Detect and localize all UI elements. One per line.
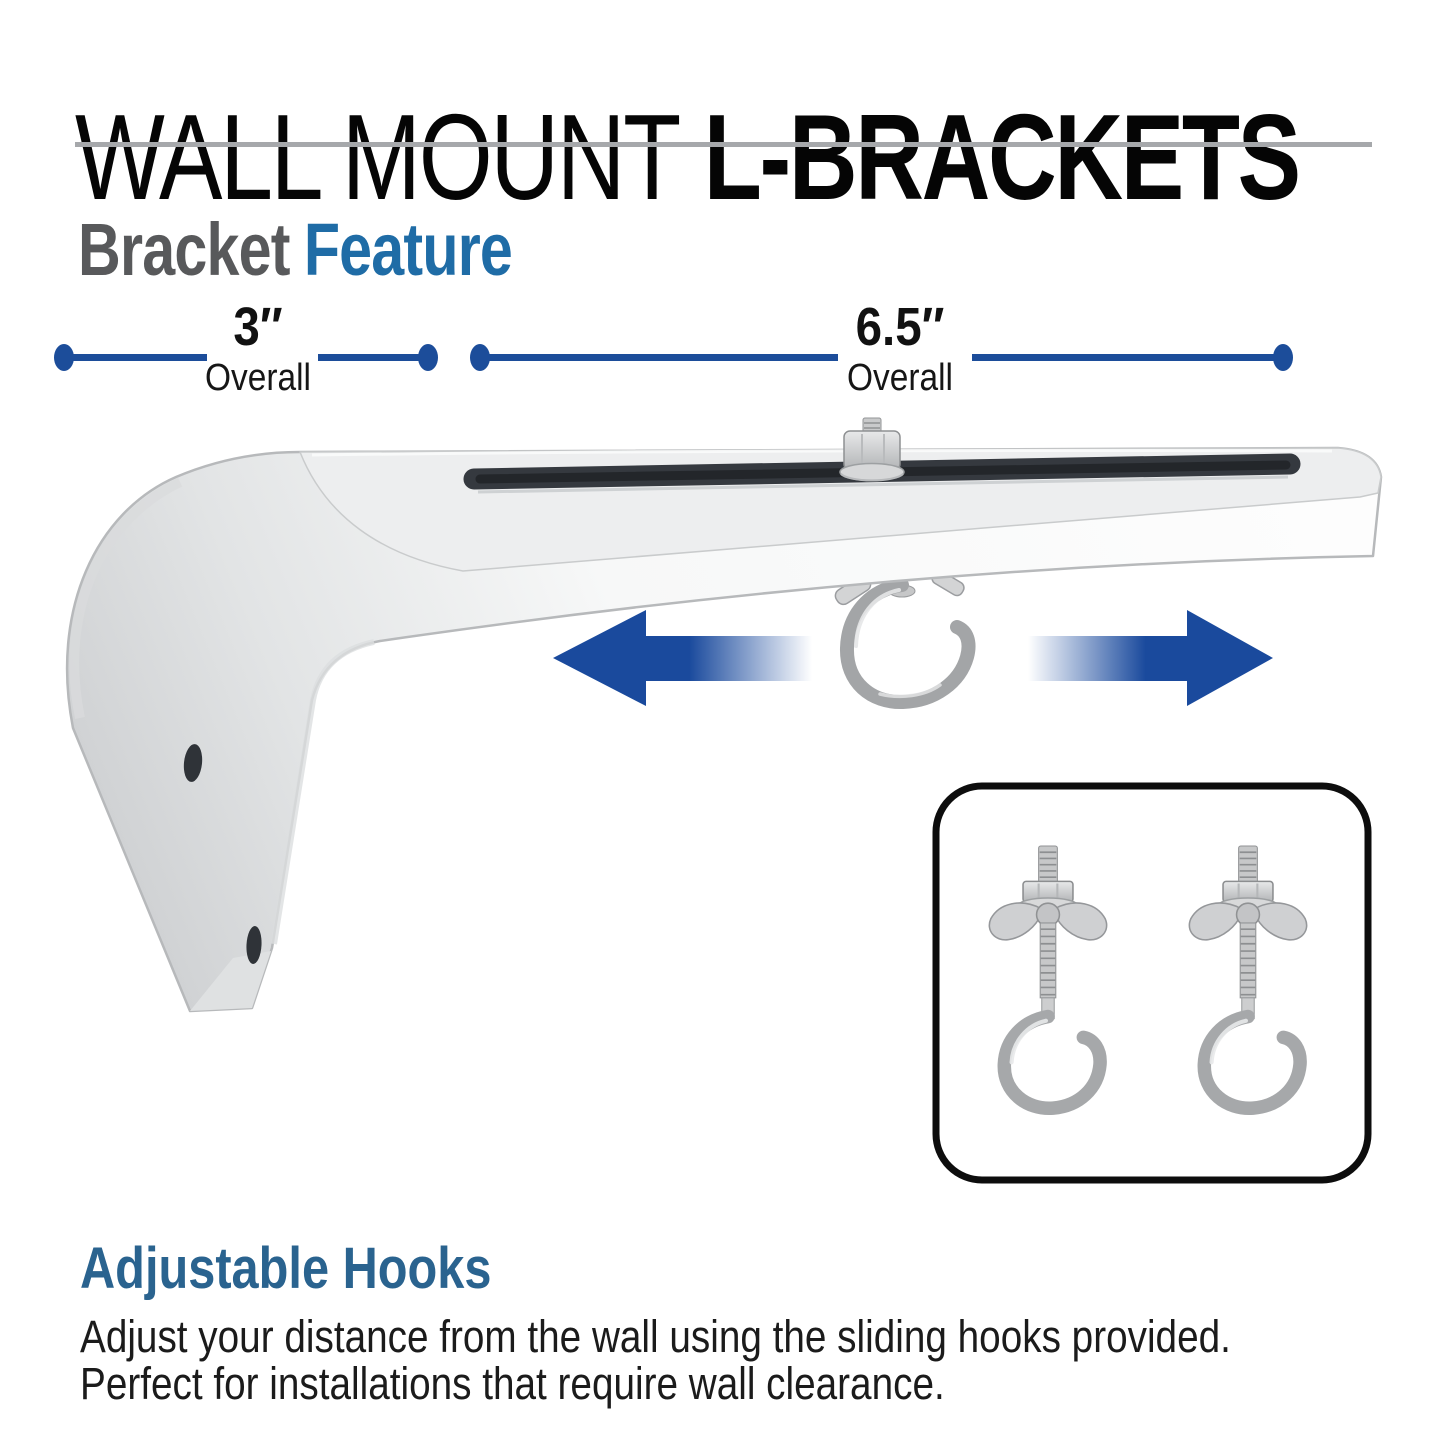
dimension-label-left: Overall	[205, 357, 311, 399]
ceiling-hook-icon	[834, 569, 976, 709]
dimension-line	[64, 354, 207, 361]
feature-description-line2: Perfect for installations that require w…	[80, 1358, 945, 1409]
section-heading-blue: Feature	[303, 208, 513, 292]
title-regular-part: WALL MOUNT	[75, 88, 681, 225]
feature-description-line1: Adjust your distance from the wall using…	[80, 1311, 1231, 1362]
feature-heading: Adjustable Hooks	[80, 1236, 492, 1301]
dimension-label-right: Overall	[847, 357, 953, 399]
slide-right-arrow-icon	[1028, 610, 1273, 706]
title-bold-part: L-BRACKETS	[703, 88, 1301, 225]
hex-bolt-icon	[839, 417, 905, 482]
inset-hooks-photo	[932, 782, 1372, 1184]
dimension-value-left: 3″	[233, 297, 283, 357]
dimension-line	[318, 354, 428, 361]
dimension-dot	[418, 344, 438, 371]
dimension-value-right: 6.5″	[855, 297, 945, 357]
title-divider	[75, 142, 1372, 147]
feature-description: Adjust your distance from the wall using…	[80, 1313, 1231, 1407]
section-heading-gray: Bracket	[78, 208, 290, 292]
mounting-hole	[183, 744, 203, 782]
dimension-line	[480, 354, 838, 361]
dimension-line	[972, 354, 1283, 361]
mounting-hole	[246, 926, 262, 964]
bracket-foot	[190, 951, 271, 1011]
slide-left-arrow-icon	[553, 610, 812, 706]
l-bracket	[65, 446, 1383, 1013]
dimension-dot	[1273, 344, 1293, 371]
